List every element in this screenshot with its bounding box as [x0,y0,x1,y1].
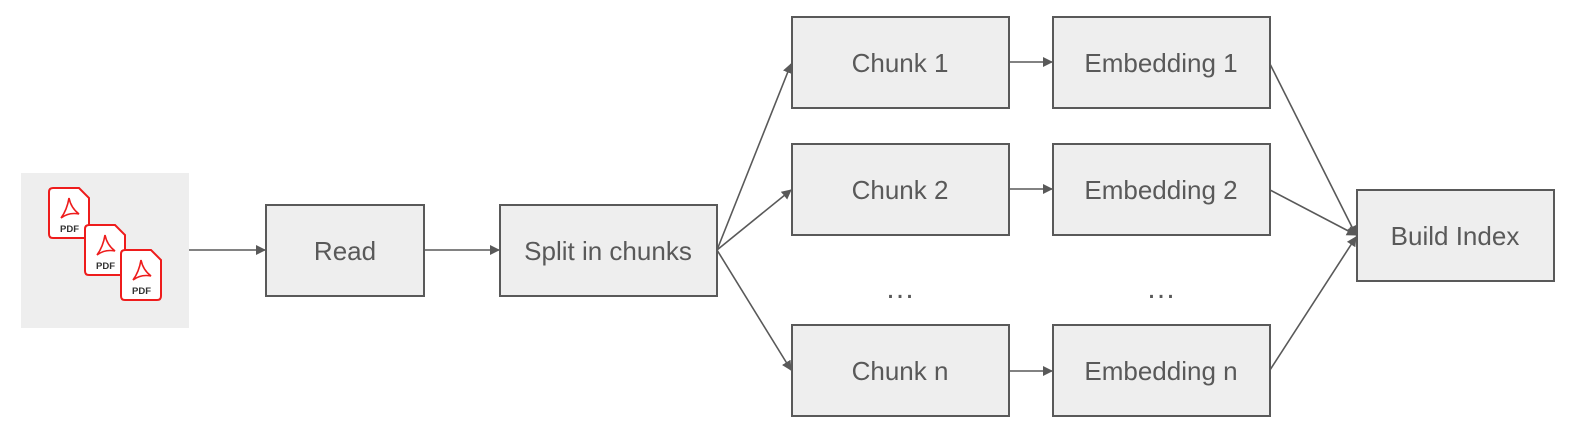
node-build-index: Build Index [1356,189,1555,282]
node-chunk-2: Chunk 2 [791,143,1010,236]
node-read-label: Read [314,236,376,266]
pdf-file-label: PDF [96,261,115,272]
arrow-embeddingn-to-index [1269,236,1357,371]
pdf-file-icon: PDF [120,249,162,301]
arrow-split-to-chunkn [716,249,792,371]
pdf-file-label: PDF [60,224,79,235]
node-embedding-1-label: Embedding 1 [1084,48,1237,78]
arrow-embedding2-to-index [1269,189,1357,236]
pdf-file-icon: PDF [84,224,126,276]
node-split-in-chunks: Split in chunks [499,204,718,297]
arrow-embedding1-to-index [1269,63,1357,236]
node-chunk-n: Chunk n [791,324,1010,417]
node-embedding-2-label: Embedding 2 [1084,175,1237,205]
connectors [189,57,1357,376]
pdf-file-label: PDF [132,286,151,297]
arrow-split-to-chunk1 [716,63,793,251]
node-split-label: Split in chunks [524,236,692,266]
node-build-index-label: Build Index [1391,221,1520,251]
node-chunk-1: Chunk 1 [791,16,1010,109]
node-embedding-2: Embedding 2 [1052,143,1271,236]
node-embedding-n: Embedding n [1052,324,1271,417]
embeddings-ellipsis: … [1146,272,1176,305]
node-chunk-1-label: Chunk 1 [852,48,949,78]
arrow-split-to-chunk2 [716,189,792,251]
pdf-documents: PDF PDF PDF [21,173,189,328]
node-chunk-2-label: Chunk 2 [852,175,949,205]
pdf-file-icon: PDF [48,187,90,239]
node-chunk-n-label: Chunk n [852,356,949,386]
node-embedding-n-label: Embedding n [1084,356,1237,386]
node-read: Read [265,204,425,297]
chunks-ellipsis: … [885,272,915,305]
node-embedding-1: Embedding 1 [1052,16,1271,109]
